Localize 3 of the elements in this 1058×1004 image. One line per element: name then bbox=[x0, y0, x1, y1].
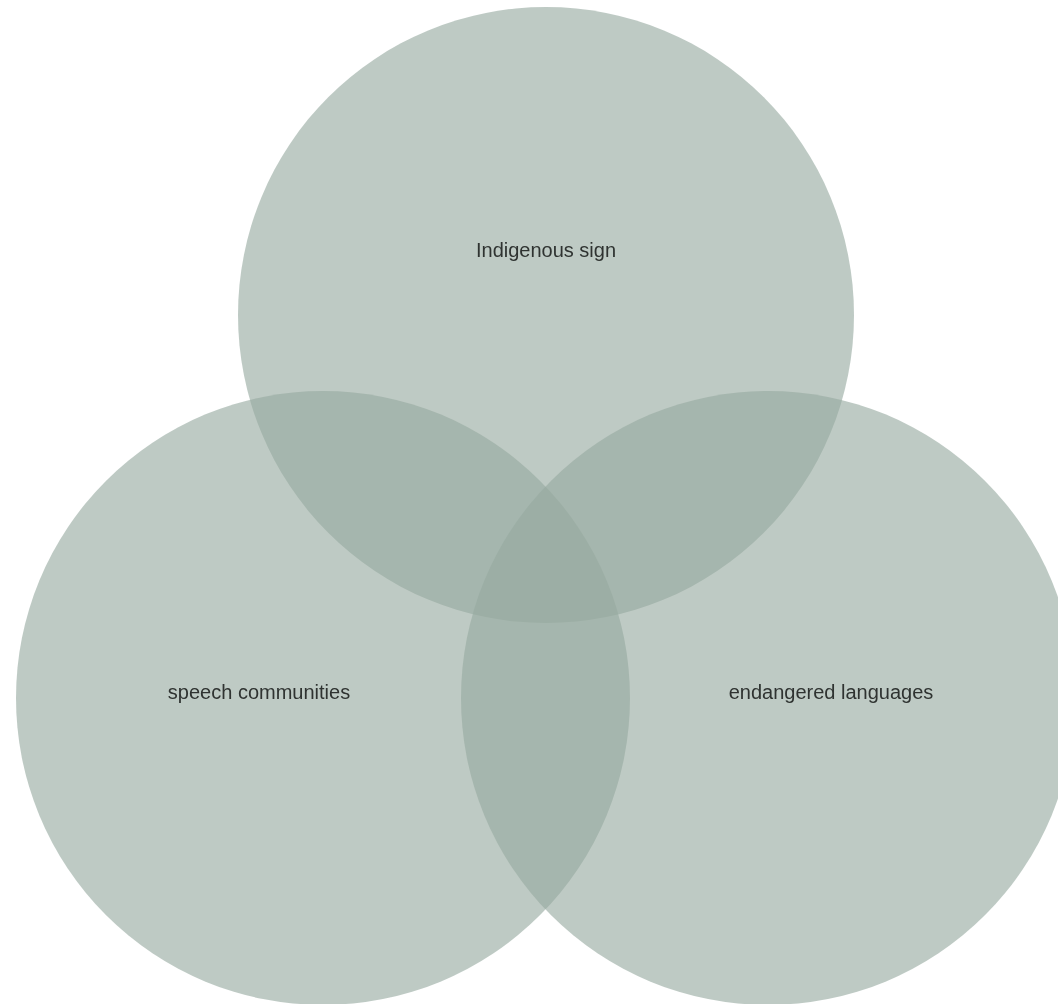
circle-label: endangered languages bbox=[728, 680, 934, 704]
circle-label: Indigenous sign bbox=[475, 238, 617, 262]
circle-label: speech communities bbox=[167, 680, 351, 704]
